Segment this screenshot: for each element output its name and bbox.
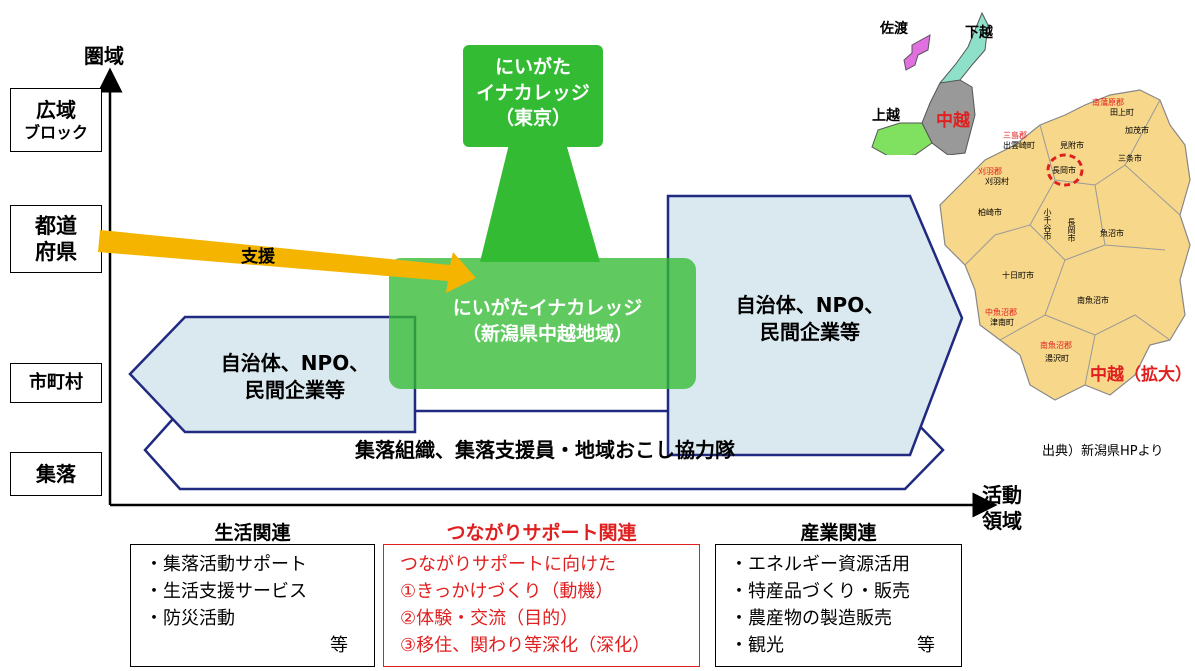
chuetsu-enlarged-map: [939, 89, 1191, 401]
scope-prefecture: 都道 府県: [10, 205, 102, 273]
tokyo-box-shape: [463, 45, 603, 147]
town-label: 小千谷市: [1043, 208, 1052, 240]
town-label: 加茂市: [1125, 126, 1149, 135]
category-industry-title: 産業関連: [800, 522, 877, 544]
left-org-text: 自治体、NPO、 民間企業等: [190, 350, 400, 404]
town-label: 田上町: [1110, 108, 1134, 117]
town-label: 出雲崎町: [1003, 141, 1035, 150]
scope-prefecture-line1: 都道: [35, 213, 77, 238]
category-life-title: 生活関連: [214, 522, 291, 544]
tokyo-line2: イナカレッジ: [476, 81, 590, 104]
right-org-line2: 民間企業等: [760, 320, 860, 344]
industry-etc: 等: [917, 635, 935, 656]
chuetsu-line2: （新潟県中越地域）: [461, 322, 633, 345]
scope-village-line1: 集落: [36, 461, 76, 486]
town-label: 十日町市: [1002, 271, 1034, 280]
left-org-shape: [128, 315, 417, 434]
connection-item-2: ①きっかけづくり（動機）: [400, 581, 614, 602]
scope-municipality-line1: 市町村: [29, 371, 83, 393]
industry-item-3: ・農産物の製造販売: [730, 608, 892, 629]
industry-item-2: ・特産品づくり・販売: [730, 581, 910, 602]
map-sado: [903, 34, 931, 71]
chuetsu-box-text: にいがたイナカレッジ （新潟県中越地域）: [420, 296, 675, 347]
tokyo-line3: （東京）: [494, 107, 571, 130]
life-etc: 等: [330, 635, 348, 656]
town-label: 刈羽郡: [978, 167, 1002, 176]
support-arrow: [98, 230, 476, 293]
category-industry-box: ・エネルギー資源活用 ・特産品づくり・販売 ・農産物の製造販売 ・観光 等: [715, 544, 962, 667]
map-label-joetsu: 上越: [872, 108, 900, 124]
town-label: 南蒲原郡: [1092, 98, 1124, 107]
chuetsu-box-shape: [389, 258, 696, 389]
town-label: 中魚沼郡: [985, 308, 1017, 317]
map-source: 出典）新潟県HPより: [1042, 444, 1164, 459]
industry-item-1: ・エネルギー資源活用: [730, 554, 910, 575]
scope-prefecture-line2: 府県: [35, 240, 77, 264]
scope-wide-block: 広域 ブロック: [10, 88, 102, 152]
category-life-box: ・集落活動サポート ・生活支援サービス ・防災活動 等: [130, 544, 375, 667]
town-label: 三島郡: [1003, 131, 1027, 140]
support-arrow-label: 支援: [241, 247, 275, 267]
town-label: 湯沢町: [1045, 354, 1069, 363]
town-label: 南魚沼市: [1077, 296, 1109, 305]
category-connection-title: つながりサポート関連: [446, 522, 637, 544]
map-joetsu: [871, 122, 933, 155]
town-label: 長岡市: [1067, 218, 1076, 242]
scope-wide-line1: 広域: [36, 97, 76, 122]
town-label: 津南町: [990, 318, 1014, 327]
scope-wide-line2: ブロック: [23, 122, 88, 142]
town-label: 見附市: [1060, 141, 1084, 150]
map-label-chuetsu: 中越: [936, 111, 970, 131]
map-label-kaetsu: 下越: [965, 25, 993, 41]
category-connection-box: つながりサポートに向けた ①きっかけづくり（動機） ②体験・交流（目的） ③移住…: [383, 544, 700, 667]
tokyo-connector: [480, 140, 600, 262]
niigata-overview-map: [871, 11, 989, 155]
right-org-text: 自治体、NPO、 民間企業等: [695, 292, 925, 346]
connection-item-3: ②体験・交流（目的）: [400, 608, 579, 629]
chuetsu-map-borders: [964, 99, 1181, 386]
x-axis-title-line1: 活動: [982, 483, 1022, 507]
left-org-line1: 自治体、NPO、: [220, 351, 370, 375]
life-item-3: ・防災活動: [145, 608, 235, 629]
connection-item-1: つながりサポートに向けた: [400, 554, 616, 575]
y-axis-title: 圏域: [84, 44, 124, 68]
right-org-shape: [666, 194, 964, 457]
x-axis-title: 活動 領域: [982, 482, 1022, 534]
scope-village: 集落: [10, 452, 102, 496]
town-label: 魚沼市: [1100, 229, 1124, 238]
tokyo-line1: にいがた: [494, 56, 571, 78]
village-band-text: 集落組織、集落支援員・地域おこし協力隊: [355, 438, 735, 462]
x-axis-title-line2: 領域: [982, 509, 1022, 533]
map-label-sado: 佐渡: [880, 21, 908, 37]
map-chuetsu: [921, 79, 976, 155]
town-label: 柏崎市: [978, 208, 1002, 217]
industry-item-4-label: ・観光: [730, 635, 784, 656]
town-label: 三条市: [1118, 154, 1142, 163]
connection-item-4: ③移住、関わり等深化（深化）: [400, 635, 651, 656]
left-org-line2: 民間企業等: [245, 378, 345, 402]
tokyo-box-text: にいがた イナカレッジ （東京）: [463, 55, 603, 132]
town-label: 長岡市: [1052, 166, 1076, 175]
town-label: 刈羽村: [985, 177, 1009, 186]
right-org-line1: 自治体、NPO、: [735, 293, 885, 317]
chuetsu-line1: にいがたイナカレッジ: [452, 297, 643, 319]
town-label: 南魚沼郡: [1040, 341, 1072, 350]
life-item-1: ・集落活動サポート: [145, 554, 307, 575]
industry-item-4: ・観光 等: [730, 632, 947, 659]
life-item-2: ・生活支援サービス: [145, 581, 307, 602]
map-enlarged-label: 中越（拡大）: [1090, 365, 1192, 385]
nagaoka-highlight: [1046, 153, 1084, 187]
scope-municipality: 市町村: [10, 363, 102, 403]
